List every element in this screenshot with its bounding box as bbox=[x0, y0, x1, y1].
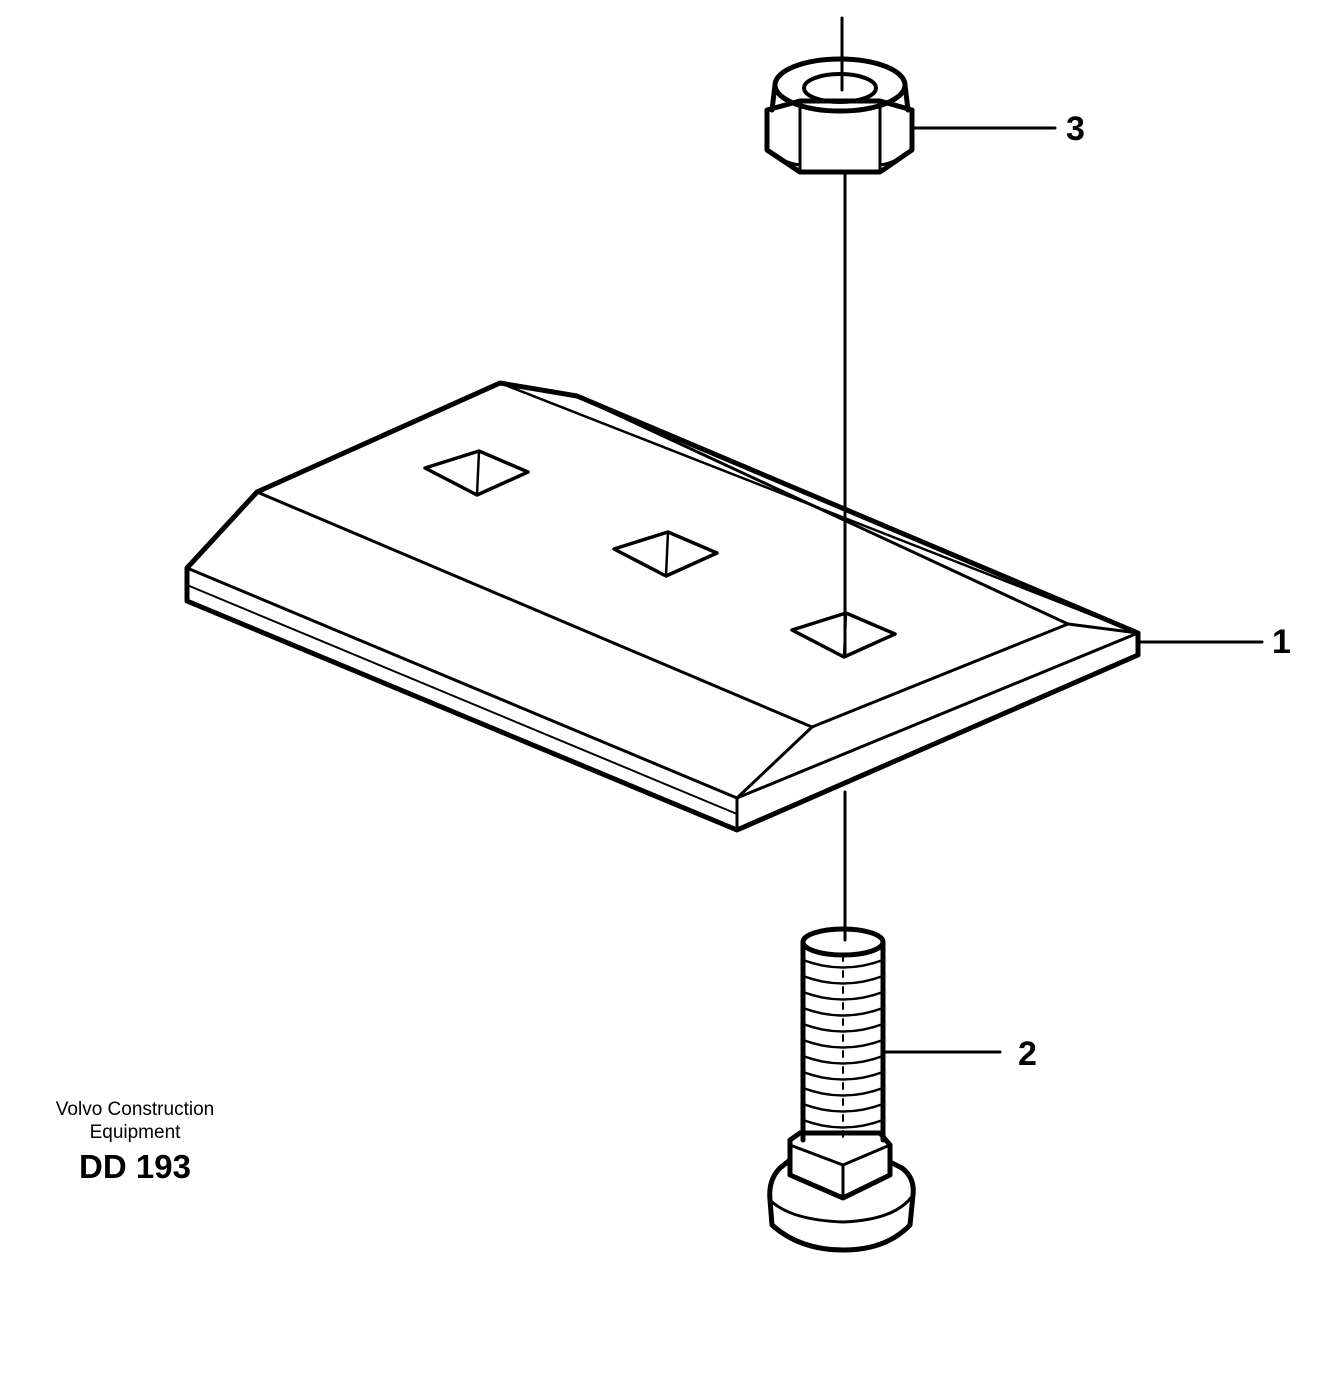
bolt-icon bbox=[767, 926, 916, 1253]
callout-3: 3 bbox=[1066, 110, 1085, 148]
bolt-hole bbox=[612, 530, 719, 578]
callout-1: 1 bbox=[1272, 623, 1291, 661]
manufacturer-caption: Volvo Construction Equipment DD 193 bbox=[20, 1098, 250, 1186]
callout-2: 2 bbox=[1018, 1035, 1037, 1073]
assembly-axis-line bbox=[840, 16, 847, 942]
lock-nut-icon bbox=[764, 56, 915, 175]
wear-plate-icon bbox=[184, 380, 1141, 833]
bolt-hole bbox=[423, 449, 530, 497]
drawing-code: DD 193 bbox=[79, 1148, 191, 1185]
caption-line-1: Volvo Construction bbox=[55, 1099, 215, 1120]
bolt-hole bbox=[790, 611, 897, 659]
caption-line-2: Equipment bbox=[89, 1122, 181, 1143]
